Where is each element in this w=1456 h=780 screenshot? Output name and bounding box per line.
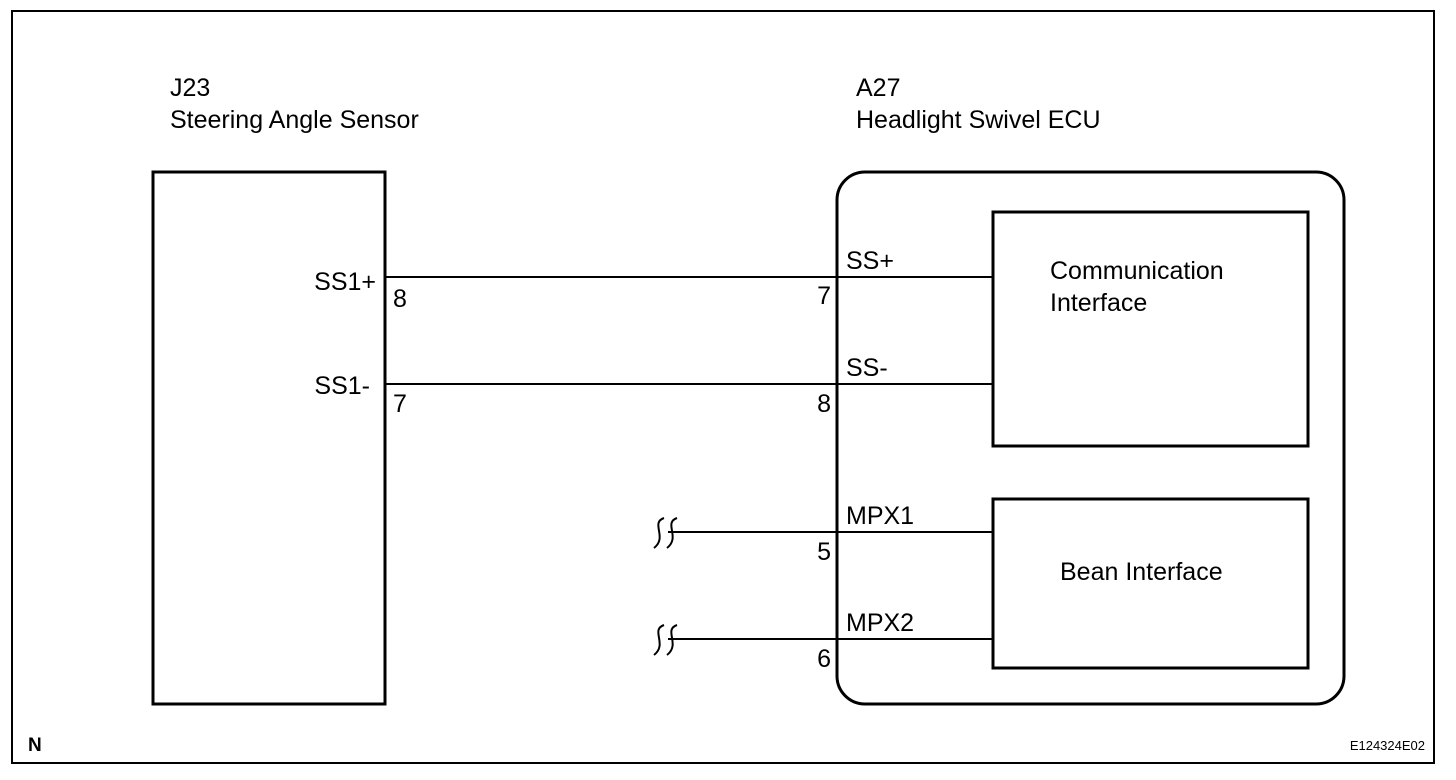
sensor-pin-ss1-plus: 8 (393, 285, 407, 313)
communication-interface-label-line1: Communication (1050, 257, 1224, 285)
sensor-signal-ss1-minus: SS1- (314, 372, 370, 400)
communication-interface-block (991, 210, 1310, 448)
figure-code: E124324E02 (1350, 738, 1425, 753)
sensor-pin-ss1-minus: 7 (393, 390, 407, 418)
ecu-signal-ss-plus: SS+ (846, 247, 894, 275)
bean-interface-block (991, 497, 1310, 670)
wire-break-mpx2 (653, 624, 678, 656)
sensor-box (151, 170, 387, 706)
ecu-pin-mpx2: 6 (817, 645, 831, 673)
bean-interface-label: Bean Interface (1060, 558, 1223, 586)
ecu-pin-ss-plus: 7 (817, 282, 831, 310)
sensor-name: Steering Angle Sensor (170, 106, 419, 134)
sensor-code: J23 (170, 74, 210, 102)
ecu-pin-ss-minus: 8 (817, 390, 831, 418)
ecu-pin-mpx1: 5 (817, 538, 831, 566)
ecu-name: Headlight Swivel ECU (856, 106, 1101, 134)
ecu-box (835, 170, 1346, 706)
ecu-code: A27 (856, 74, 900, 102)
ecu-signal-ss-minus: SS- (846, 354, 888, 382)
corner-mark: N (28, 735, 42, 756)
communication-interface-label-line2: Interface (1050, 289, 1147, 317)
wire-break-mpx1 (653, 517, 678, 549)
ecu-signal-mpx2: MPX2 (846, 609, 914, 637)
sensor-signal-ss1-plus: SS1+ (314, 268, 376, 296)
diagram-frame (11, 10, 1435, 764)
ecu-signal-mpx1: MPX1 (846, 502, 914, 530)
